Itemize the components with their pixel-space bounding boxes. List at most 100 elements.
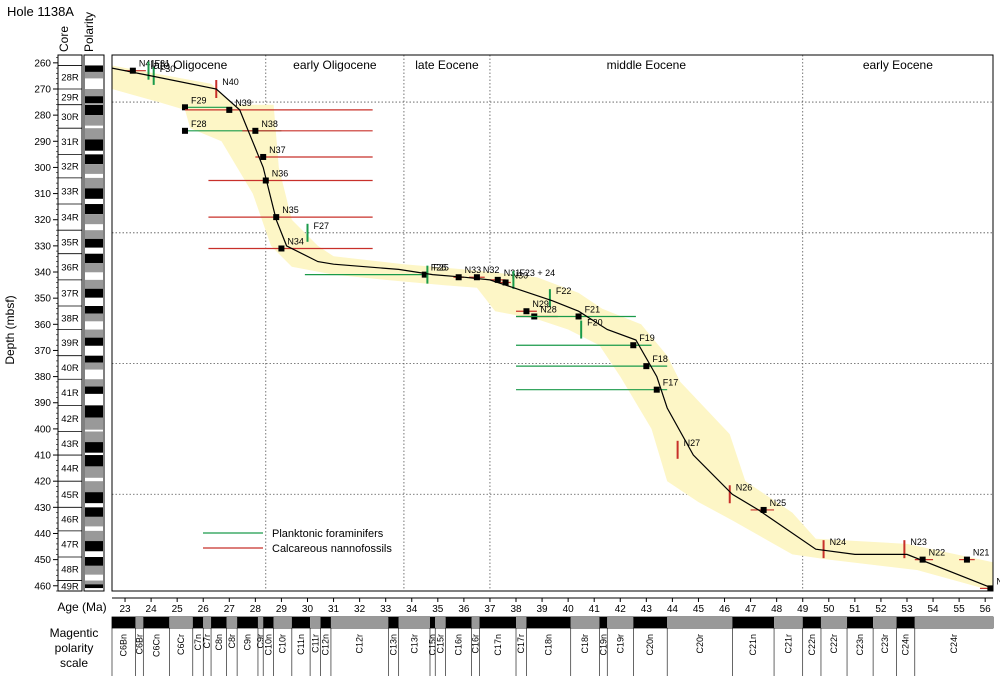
- x-tick-label: 38: [510, 604, 522, 615]
- x-tick-label: 24: [146, 604, 158, 615]
- x-axis-label: Age (Ma): [57, 600, 106, 614]
- chron-block: [479, 617, 517, 628]
- y-tick-label: 460: [34, 581, 51, 592]
- horizon-label: F18: [652, 354, 668, 364]
- chron-label: C22r: [829, 634, 839, 654]
- core-label: 45R: [61, 490, 79, 501]
- horizon-label: F17: [663, 378, 679, 388]
- polarity-interval: [85, 405, 103, 418]
- polarity-column-frame: [83, 54, 105, 592]
- chron-block: [435, 617, 446, 628]
- y-tick-label: 330: [34, 241, 51, 252]
- polarity-interval: [85, 355, 103, 363]
- core-label: 32R: [61, 162, 79, 173]
- polarity-interval: [85, 442, 103, 453]
- x-tick-label: 55: [954, 604, 966, 615]
- polarity-interval: [85, 329, 103, 338]
- y-tick-label: 370: [34, 346, 51, 357]
- polarity-interval: [85, 386, 103, 394]
- chron-label: C6Cn: [151, 634, 161, 657]
- chron-block: [263, 617, 274, 628]
- y-tick-label: 450: [34, 555, 51, 566]
- chron-label: C9r: [256, 634, 266, 649]
- chron-block: [914, 617, 993, 628]
- chron-block: [203, 617, 212, 628]
- chron-label: C20r: [695, 634, 705, 654]
- horizon-label: N41: [139, 59, 156, 69]
- chron-label: C13n: [389, 634, 399, 656]
- core-label: 38R: [61, 313, 79, 324]
- horizon-marker: [473, 274, 480, 281]
- chron-block: [398, 617, 430, 628]
- horizon-label: F31: [154, 59, 170, 69]
- y-tick-label: 380: [34, 372, 51, 383]
- y-tick-label: 360: [34, 320, 51, 331]
- polarity-interval: [85, 557, 103, 566]
- horizon-label: N23: [910, 537, 927, 547]
- chron-label: C18n: [544, 634, 554, 656]
- polarity-interval: [85, 262, 103, 273]
- horizon-label: N25: [770, 498, 787, 508]
- y-tick-label: 410: [34, 451, 51, 462]
- y-tick-label: 340: [34, 268, 51, 279]
- horizon-label: N37: [269, 145, 286, 155]
- core-label: 36R: [61, 262, 79, 273]
- core-label: 40R: [61, 363, 79, 374]
- x-tick-label: 49: [797, 604, 809, 615]
- chron-block: [873, 617, 897, 628]
- chron-block: [211, 617, 227, 628]
- horizon-marker: [226, 106, 233, 113]
- chron-label: C6Bn: [119, 634, 129, 657]
- polarity-interval: [85, 88, 103, 97]
- polarity-interval: [85, 139, 103, 151]
- y-tick-label: 350: [34, 294, 51, 305]
- horizon-marker: [523, 308, 530, 315]
- x-tick-label: 29: [276, 604, 288, 615]
- horizon-label: F26: [431, 263, 447, 273]
- core-label: 34R: [61, 213, 79, 224]
- chron-block: [310, 617, 321, 628]
- y-tick-label: 420: [34, 477, 51, 488]
- chron-label: C17r: [516, 634, 526, 654]
- y-tick-label: 430: [34, 503, 51, 514]
- x-tick-label: 26: [198, 604, 210, 615]
- horizon-marker: [502, 279, 509, 286]
- chron-block: [388, 617, 399, 628]
- chron-label: C24r: [949, 634, 959, 654]
- chron-block: [273, 617, 292, 628]
- chron-block: [429, 617, 436, 628]
- polarity-interval: [85, 481, 103, 493]
- x-tick-label: 27: [224, 604, 236, 615]
- chron-block: [330, 617, 389, 628]
- y-tick-label: 310: [34, 189, 51, 200]
- x-tick-label: 42: [615, 604, 627, 615]
- core-label: 43R: [61, 439, 79, 450]
- polarity-interval: [85, 96, 103, 104]
- polarity-interval: [85, 580, 103, 585]
- polarity-interval: [85, 417, 103, 430]
- horizon-label: N30: [512, 270, 529, 280]
- horizon-label: F30: [160, 64, 176, 74]
- horizon-label: N29: [532, 299, 549, 309]
- polarity-interval: [85, 214, 103, 225]
- chron-block: [516, 617, 527, 628]
- chron-label: C21n: [748, 634, 758, 656]
- core-column: 28R29R30R31R32R33R34R35R36R37R38R39R40R4…: [57, 54, 83, 592]
- y-axis-label: Depth (mbsf): [3, 295, 17, 364]
- horizon-marker: [260, 153, 267, 160]
- polarity-column-label: Polarity: [82, 12, 96, 52]
- core-label: 39R: [61, 338, 79, 349]
- polarity-interval: [85, 492, 103, 504]
- x-tick-label: 53: [901, 604, 913, 615]
- chron-block: [599, 617, 608, 628]
- x-tick-label: 56: [980, 604, 992, 615]
- chron-label: C16n: [454, 634, 464, 656]
- horizon-label: F27: [313, 221, 329, 231]
- x-tick-label: 44: [667, 604, 679, 615]
- y-tick-label: 300: [34, 163, 51, 174]
- polarity-interval: [85, 188, 103, 199]
- core-label: 44R: [61, 464, 79, 475]
- horizon-label: N33: [465, 265, 482, 275]
